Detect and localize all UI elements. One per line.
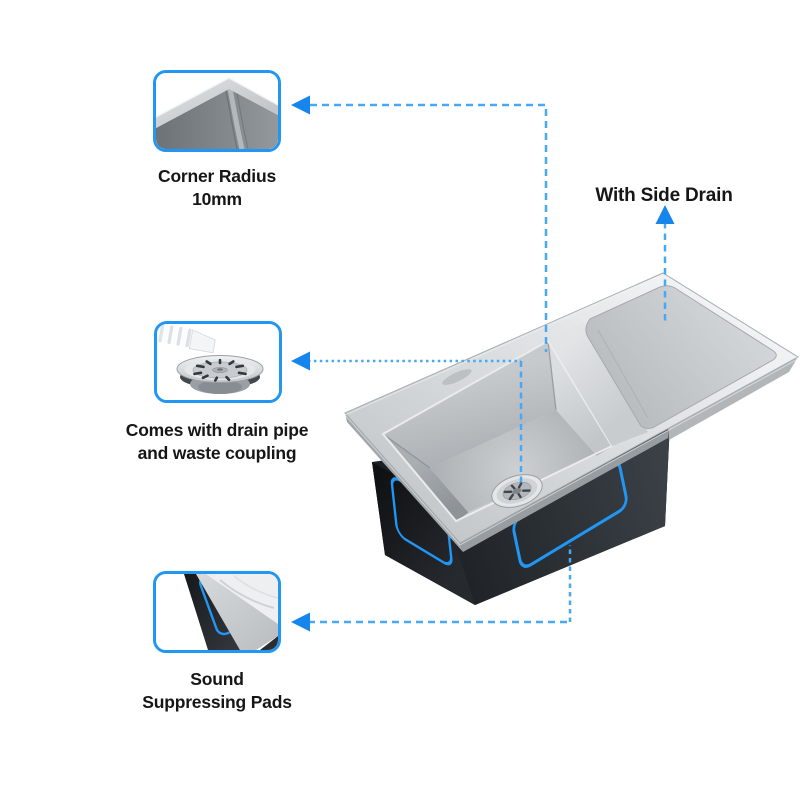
drainboard-underside [668, 357, 798, 440]
side-drain-label: With Side Drain [514, 184, 800, 208]
sound-pads-label-line2: Suppressing Pads [142, 692, 292, 712]
sink-underside-photo [156, 574, 278, 650]
rim-edge-front [460, 430, 668, 552]
sound-pads-label: Sound Suppressing Pads [77, 668, 357, 714]
drain-coupling-label-line1: Comes with drain pipe [125, 420, 309, 440]
bowl-drainboard-divider [548, 323, 648, 446]
corner-radius-label-line1: Corner Radius [158, 166, 276, 186]
drainboard-groove [597, 329, 649, 419]
left-arrow-icon [291, 351, 310, 371]
corner-radius-label: Corner Radius 10mm [77, 165, 357, 211]
sound-pads-label-line1: Sound [190, 669, 244, 689]
drain-coupling-label: Comes with drain pipe and waste coupling [77, 419, 357, 465]
corner-radius-thumbnail [153, 70, 281, 152]
side-drain-label-text: With Side Drain [595, 185, 733, 206]
drain-coupling-thumbnail [154, 321, 282, 403]
corner-radius-callout-line [310, 103, 548, 352]
brand-embossing [442, 369, 472, 385]
left-arrow-icon [291, 95, 310, 115]
up-arrow-icon [655, 205, 675, 224]
drain-strainer-photo [157, 324, 279, 400]
drain-hose [158, 324, 216, 354]
corner-radius-label-line2: 10mm [192, 189, 242, 209]
left-arrow-icon [291, 612, 310, 632]
drain-coupling-label-line2: and waste coupling [137, 443, 297, 463]
sound-pads-thumbnail [153, 571, 281, 653]
drain-strainer [491, 474, 543, 508]
sink-bowl [381, 339, 614, 523]
sink-corner-photo [156, 73, 278, 149]
